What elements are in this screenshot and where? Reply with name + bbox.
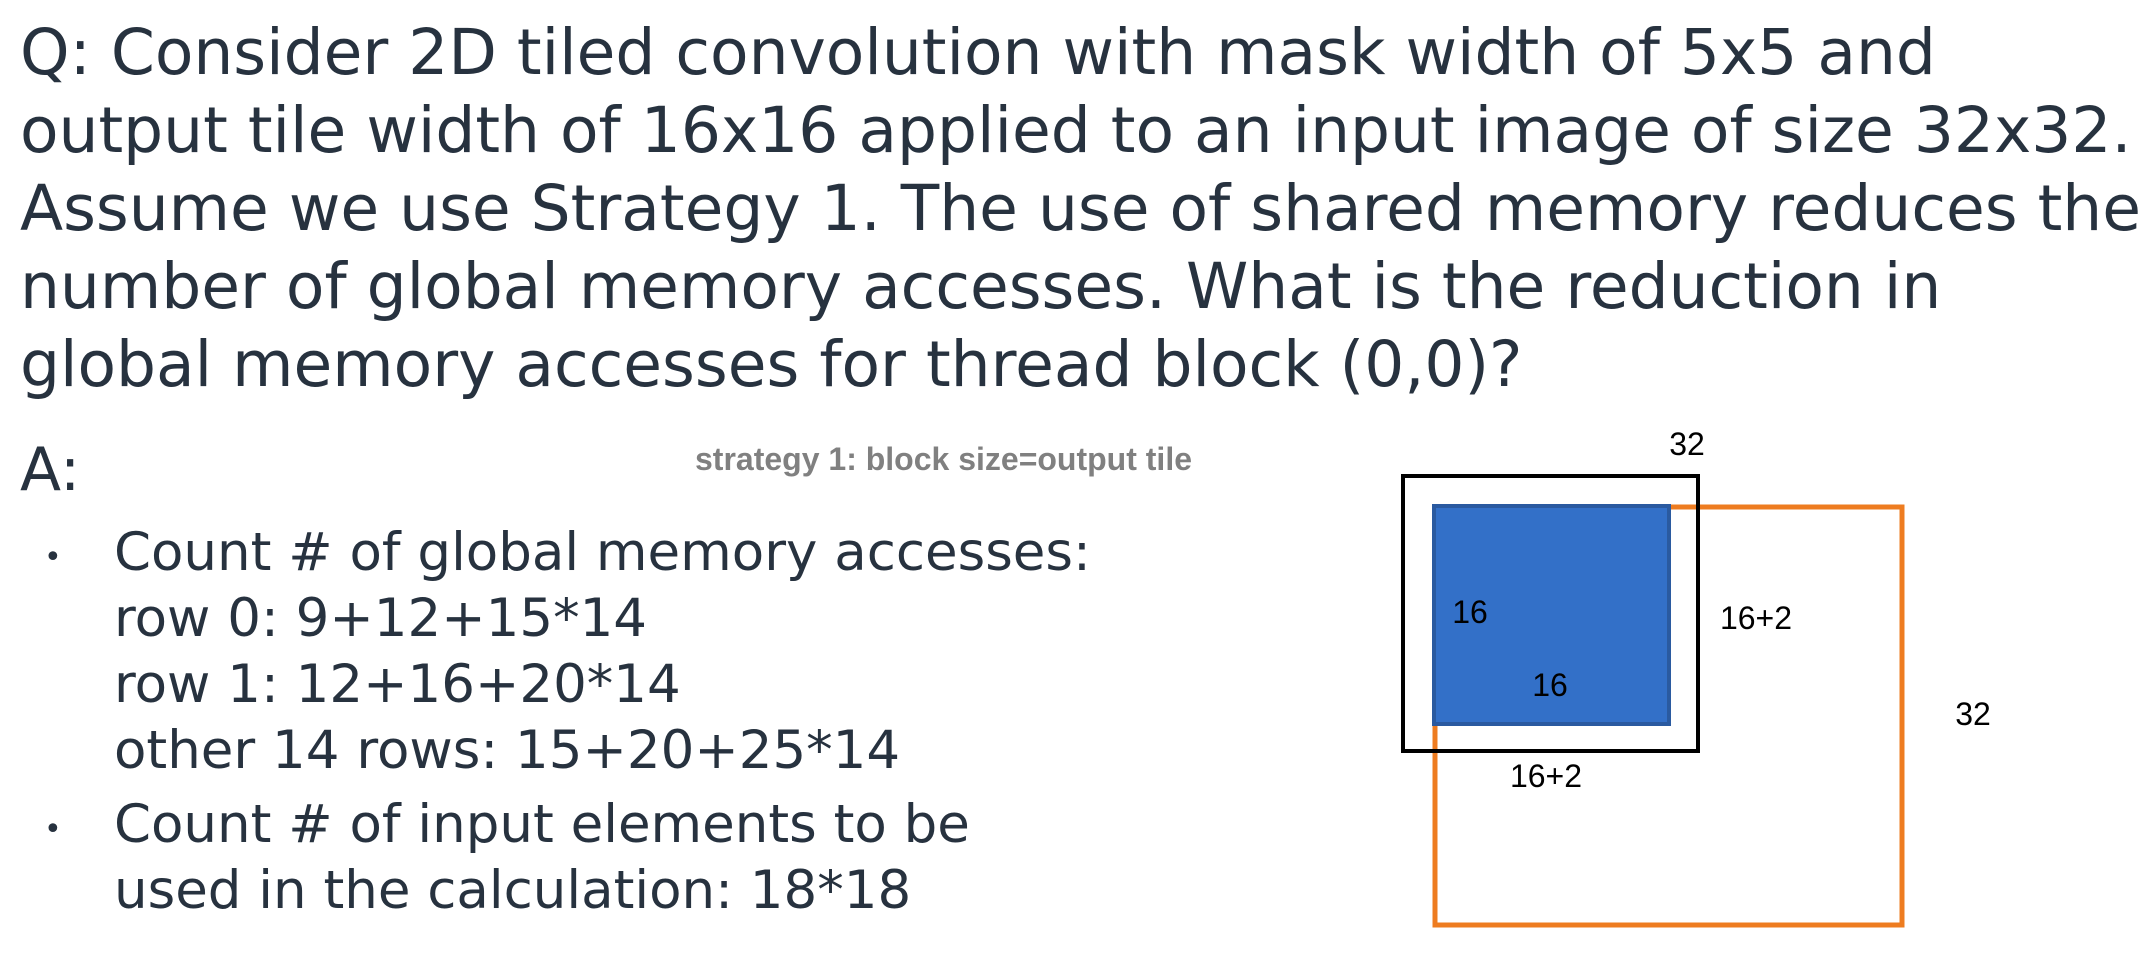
- input-tile-outline: [1401, 474, 1700, 753]
- bullet-dot-icon: •: [44, 812, 62, 847]
- bullet-line: used in the calculation: 18*18: [114, 860, 912, 921]
- output-tile: [1432, 504, 1671, 726]
- question-line: number of global memory accesses. What i…: [20, 250, 1942, 323]
- output-tile-width-label: 16: [1532, 667, 1568, 703]
- answer-bullet-list: • Count # of global memory accesses: row…: [36, 520, 1366, 932]
- input-tile-width-label: 16+2: [1510, 758, 1582, 794]
- strategy-note: strategy 1: block size=output tile: [695, 441, 1192, 477]
- question-text: Q: Consider 2D tiled convolution with ma…: [20, 14, 2141, 404]
- bullet-line: row 0: 9+12+15*14: [114, 588, 648, 649]
- bullet-global-accesses: • Count # of global memory accesses: row…: [36, 520, 1366, 784]
- question-line: output tile width of 16x16 applied to an…: [20, 94, 2132, 167]
- bullet-line: other 14 rows: 15+20+25*14: [114, 720, 901, 781]
- bullet-dot-icon: •: [44, 540, 62, 575]
- image-width-label: 32: [1669, 426, 1705, 462]
- question-line: global memory accesses for thread block …: [20, 328, 1523, 401]
- bullet-line: Count # of input elements to be: [114, 794, 970, 855]
- bullet-line: row 1: 12+16+20*14: [114, 654, 681, 715]
- tiling-diagram: 32 32 16 16 16+2 16+2: [1401, 426, 1991, 928]
- image-height-label: 32: [1955, 696, 1991, 732]
- bullet-line: Count # of global memory accesses:: [114, 522, 1091, 583]
- bullet-input-elements: • Count # of input elements to be used i…: [36, 792, 1366, 924]
- output-tile-height-label: 16: [1452, 594, 1488, 630]
- question-line: Q: Consider 2D tiled convolution with ma…: [20, 16, 1936, 89]
- input-tile-height-label: 16+2: [1720, 600, 1792, 636]
- question-line: Assume we use Strategy 1. The use of sha…: [20, 172, 2141, 245]
- answer-label: A:: [20, 435, 81, 505]
